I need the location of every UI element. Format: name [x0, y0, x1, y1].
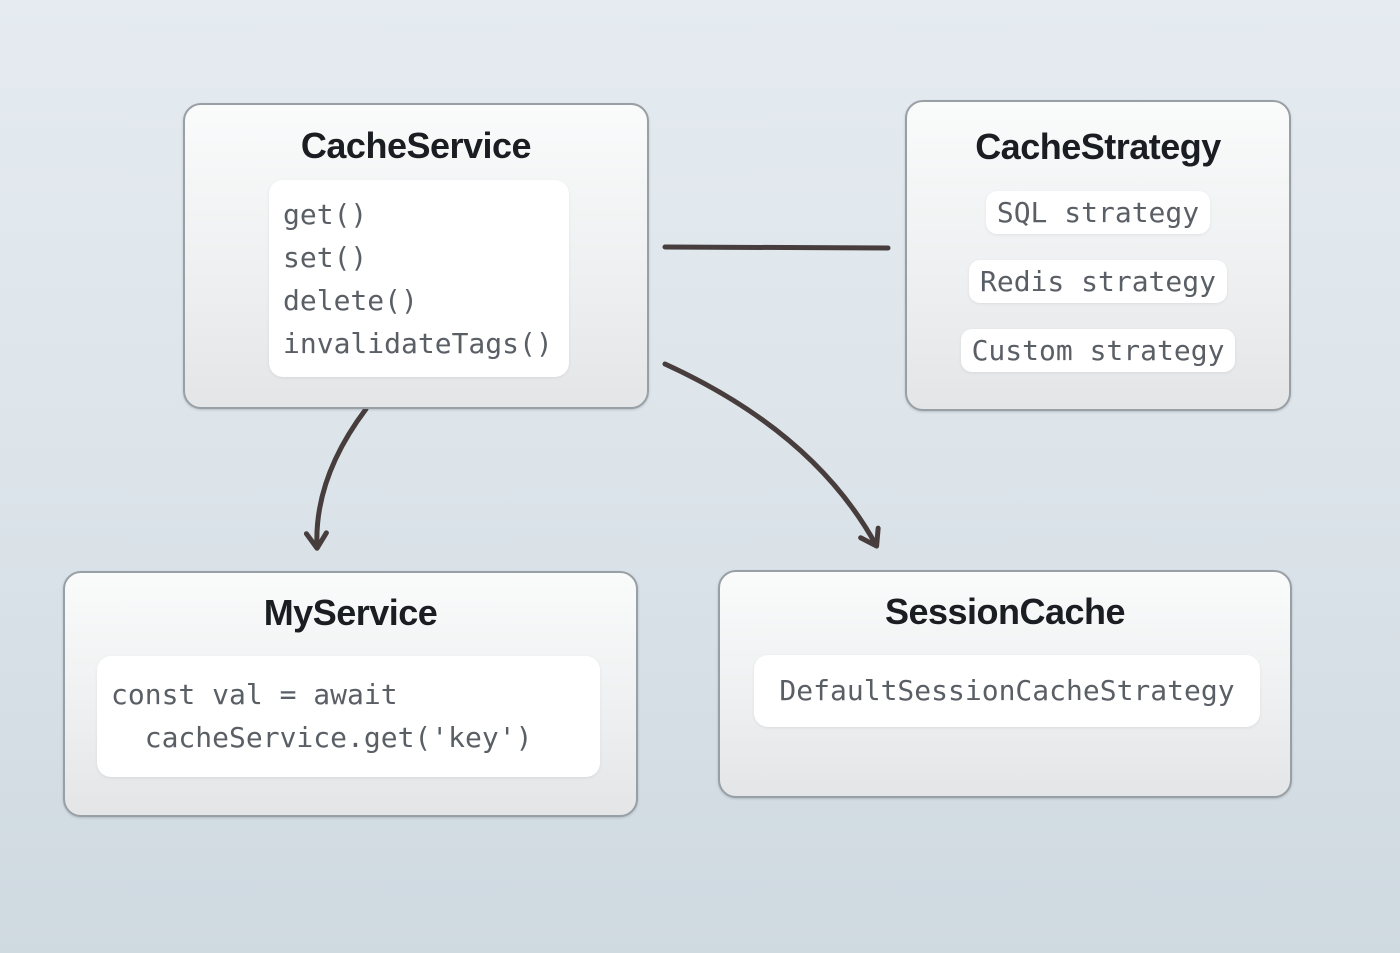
method-get: get(): [283, 198, 368, 231]
sessioncache-strategy-panel: DefaultSessionCacheStrategy: [754, 655, 1260, 727]
node-title-sessioncache: SessionCache: [884, 591, 1126, 632]
edge-cacheservice-cachestrategy: [662, 244, 891, 251]
strategy-pill-list: SQL strategy Redis strategy Custom strat…: [907, 191, 1289, 372]
node-cachestrategy: CacheStrategy SQL strategy Redis strateg…: [905, 100, 1291, 411]
pill-custom-strategy: Custom strategy: [960, 329, 1236, 372]
method-delete: delete(): [283, 284, 418, 317]
myservice-code-panel: const val = await cacheService.get('key'…: [97, 656, 600, 777]
node-title-myservice: MyService: [263, 592, 438, 633]
node-sessioncache: SessionCache DefaultSessionCacheStrategy: [718, 570, 1292, 798]
pill-redis-strategy: Redis strategy: [968, 260, 1227, 303]
method-set: set(): [283, 241, 368, 274]
node-title-cacheservice: CacheService: [300, 125, 532, 166]
edge-cacheservice-sessioncache: [662, 361, 881, 549]
code-line-cacheservice-get: cacheService.get('key'): [111, 721, 533, 754]
node-title-cachestrategy: CacheStrategy: [975, 126, 1221, 167]
method-invalidatetags: invalidateTags(): [283, 327, 553, 360]
pill-sql-strategy: SQL strategy: [985, 191, 1211, 234]
edge-cacheservice-myservice: [303, 406, 369, 551]
node-cacheservice: CacheService get() set() delete() invali…: [183, 103, 649, 409]
cacheservice-methods-panel: get() set() delete() invalidateTags(): [269, 180, 569, 377]
code-line-const-await: const val = await: [111, 678, 398, 711]
node-myservice: MyService const val = await cacheService…: [63, 571, 638, 817]
